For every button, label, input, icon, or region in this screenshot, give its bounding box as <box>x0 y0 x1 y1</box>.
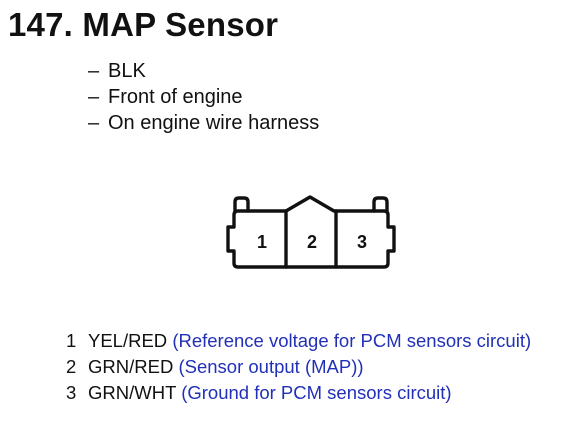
left-latch <box>233 196 250 213</box>
note-item: –On engine wire harness <box>88 112 320 134</box>
note-item: –Front of engine <box>88 86 243 108</box>
note-item: –BLK <box>88 60 146 82</box>
page-title: 147. MAP Sensor <box>8 6 279 43</box>
pin-number: 1 <box>66 330 77 351</box>
right-latch <box>372 196 389 213</box>
note-text: On engine wire harness <box>108 112 320 134</box>
connector-notes: –BLK –Front of engine –On engine wire ha… <box>88 58 319 136</box>
terminal-3-label: 3 <box>357 232 367 252</box>
note-text: Front of engine <box>108 86 243 108</box>
note-text: BLK <box>108 60 146 82</box>
pin-number: 3 <box>66 382 77 403</box>
terminal-2-label: 2 <box>307 232 317 252</box>
pin-description: (Ground for PCM sensors circuit) <box>181 382 452 403</box>
wire-color: GRN/WHT <box>88 382 177 403</box>
pin-row: 3 GRN/WHT (Ground for PCM sensors circuit… <box>66 380 531 406</box>
pin-list: 1 YEL/RED (Reference voltage for PCM sens… <box>66 328 531 406</box>
wire-color: YEL/RED <box>88 330 168 351</box>
pin-number: 2 <box>66 356 77 377</box>
pin-row: 2 GRN/RED (Sensor output (MAP)) <box>66 354 531 380</box>
wire-color: GRN/RED <box>88 356 174 377</box>
pin-description: (Reference voltage for PCM sensors circu… <box>172 330 532 351</box>
pin-description: (Sensor output (MAP)) <box>178 356 364 377</box>
terminal-1-label: 1 <box>257 232 267 252</box>
connector-diagram: 1 2 3 <box>226 195 396 269</box>
pin-row: 1 YEL/RED (Reference voltage for PCM sens… <box>66 328 531 354</box>
